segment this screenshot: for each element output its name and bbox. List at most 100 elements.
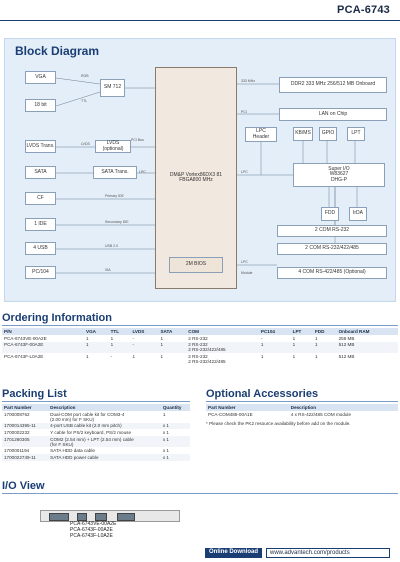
kbms-block: KB/MS (293, 127, 313, 141)
bus-label-rgb: RGB (81, 74, 89, 78)
sm712-block: SM 712 (100, 79, 125, 97)
accessories-cell: 4 x RS-422/485 COM module (290, 411, 352, 417)
accessories-row: PCA-COM485-00A1E 4 x RS-422/485 COM modul… (206, 411, 398, 418)
block-diagram-title: Block Diagram (15, 44, 100, 58)
download-url-link[interactable]: www.advantech.com/products (266, 548, 390, 558)
ddr-block: DDR2 333 MHz 256/512 MB Onboard (279, 77, 387, 93)
ordering-cell: PCA-6743VE-00A2E (4, 335, 47, 341)
ordering-header-cell: VGA (84, 328, 109, 335)
fdd-block: FDD (321, 207, 339, 221)
sata-trans-block: SATA Trans. (93, 166, 137, 179)
com-rs422-485-optional-block: 4 COM RS-422/485 (Optional) (277, 267, 387, 279)
packing-row: 1700001194 SATA HDD data cable x 1 (2, 447, 190, 454)
bios-block: 2M BIOS (169, 257, 223, 273)
block-diagram: Block Diagram VGA (4, 38, 396, 302)
page-header: PCA-6743 (0, 0, 400, 26)
ordering-cell: - (130, 341, 159, 354)
ide-block: 1 IDE (25, 218, 56, 231)
ordering-cell: - (110, 353, 113, 359)
bus-label-lpc: LPC (241, 170, 248, 174)
ordering-cell: - (132, 335, 134, 341)
irda-block: IrDA (349, 207, 367, 221)
header-divider (0, 20, 400, 21)
lcd-block: 18 bit (25, 99, 56, 112)
ordering-cell: 1 (258, 341, 291, 354)
superio-block: Super I/O W83627 DHG-P (293, 163, 385, 187)
ordering-cell: 1 (312, 341, 337, 354)
packing-cell: SATA HDD data cable (50, 448, 95, 454)
bus-label-module: Module (241, 271, 253, 275)
io-label-1: PCA-6743VE-00A2E (70, 521, 117, 527)
gpio-block: GPIO (319, 127, 337, 141)
io-port-vga (49, 513, 69, 521)
io-view-divider (2, 493, 398, 494)
accessories-cell: PCA-COM485-00A1E (208, 411, 253, 417)
ordering-cell: 2 RS-232 (188, 335, 208, 341)
ordering-header-cell: P/N (2, 328, 85, 335)
com-rs232-422-485-block: 2 COM RS-232/422/485 (277, 243, 387, 255)
pc104-block: PC/104 (25, 266, 56, 279)
accessories-divider (206, 401, 398, 402)
ordering-header-cell: PC104 (258, 328, 291, 335)
packing-cell: 1700001194 (4, 448, 30, 454)
bus-label-primary-ide: Primary IDE (105, 194, 124, 198)
bus-label-secondary-ide: Secondary IDE (105, 220, 129, 224)
ordering-cell: 1 (314, 335, 318, 341)
ordering-cell: 1 (86, 335, 89, 341)
bus-label-pci: PCI (241, 110, 247, 114)
packing-cell: 1700002232 (4, 429, 30, 435)
packing-cell: 1701260305 (2, 435, 49, 448)
packing-cell: x 1 (162, 448, 169, 454)
packing-divider (2, 401, 190, 402)
io-label-2: PCA-6743F-00A2E (70, 527, 113, 533)
accessories-title: Optional Accessories (206, 388, 319, 400)
ordering-cell: 1 (160, 353, 164, 359)
packing-cell: Dual-COM port cable kit for COM3-4(2.00 … (50, 411, 125, 422)
ordering-header-cell: COM (186, 328, 259, 335)
com-rs232-block: 2 COM RS-232 (277, 225, 387, 237)
cf-block: CF (25, 192, 56, 205)
lvds-trans-block: LVDS Trans. (25, 140, 56, 153)
model-number: PCA-6743 (337, 4, 390, 16)
io-view-title: I/O View (2, 480, 45, 492)
ordering-header-cell: LVDS (130, 328, 159, 335)
ordering-cell: 512 MB (338, 353, 355, 359)
ordering-header-cell: Onboard RAM (336, 328, 398, 335)
ordering-cell: PCA-6743F-00A2E (2, 341, 85, 354)
ordering-cell: PCA-6743F-L0A2E (4, 353, 44, 359)
ordering-cell: 1 (292, 335, 296, 341)
ordering-cell: 1 (290, 341, 313, 354)
packing-cell: x 1 (160, 435, 190, 448)
ordering-cell: 1 (108, 341, 131, 354)
bus-label-lpc-2: LPC (241, 260, 248, 264)
packing-cell: x 1 (162, 429, 169, 435)
ordering-cell: 1 (132, 353, 136, 359)
lpc-header-block: LPC Header (245, 127, 277, 142)
ordering-header-cell: LPT (290, 328, 313, 335)
packing-cell: 1700022749-11 (2, 453, 49, 461)
packing-cell: SATA HDD power cable (48, 453, 161, 461)
ordering-cell: - (260, 335, 263, 341)
ordering-cell: 1 (260, 353, 264, 359)
ordering-cell: 1 (84, 341, 109, 354)
ordering-cell: 1 (314, 353, 318, 359)
packing-cell: 1700014395-11 (2, 422, 49, 430)
bus-label-lvds: LVDS (81, 142, 90, 146)
cpu-block: DM&P Vortex86DX3 81 FBGA800 MHz (155, 67, 237, 289)
packing-header-cell: Description (48, 404, 161, 411)
ordering-cell: 512 MB (336, 341, 398, 354)
io-port-lan (95, 513, 107, 521)
accessories-header-cell: Description (288, 404, 398, 411)
sata-block: SATA (25, 166, 56, 179)
page-footer: Online Download www.advantech.com/produc… (0, 548, 400, 558)
io-port-ps2 (77, 513, 87, 521)
bus-label-lpc-bus: LPC (139, 170, 146, 174)
